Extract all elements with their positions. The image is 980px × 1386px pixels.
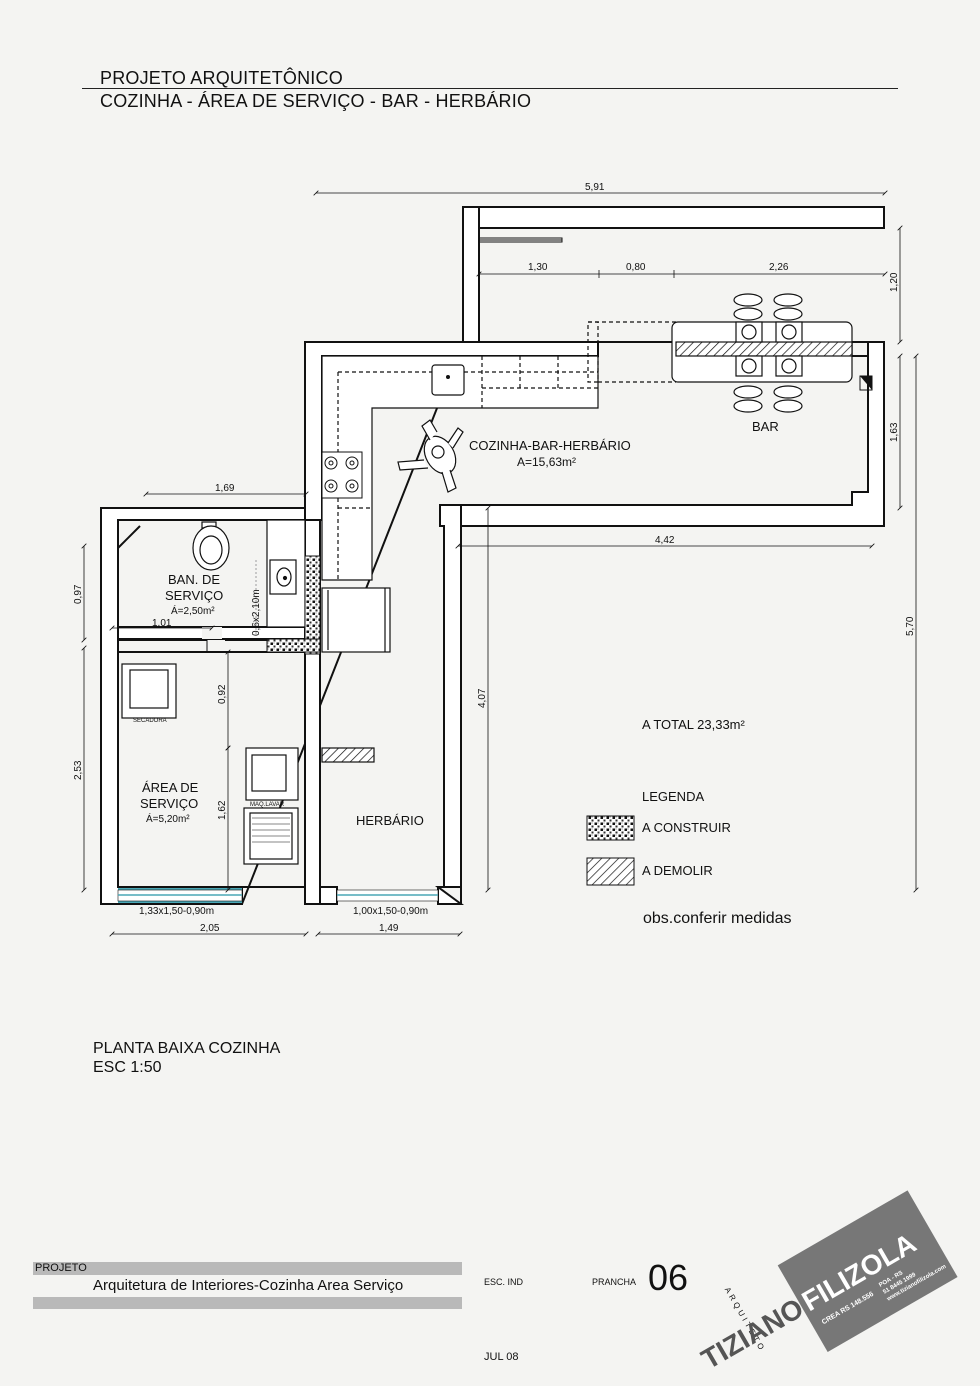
new-wall-2 xyxy=(266,638,321,653)
kitchen-sink xyxy=(431,364,465,396)
ban-area: Á=2,50m² xyxy=(171,604,215,617)
drawing-title: PROJETO ARQUITETÔNICO xyxy=(100,68,343,88)
dim-4-42: 4,42 xyxy=(655,535,675,546)
dimension-lines xyxy=(84,193,916,934)
dim-1-01: 1,01 xyxy=(152,618,172,629)
door-dim: 0,6x2,10m xyxy=(251,589,262,636)
refrigerator xyxy=(321,587,391,653)
herbario-label: HERBÁRIO xyxy=(356,813,424,828)
bath-sink xyxy=(269,559,297,595)
dim-5-70: 5,70 xyxy=(905,616,916,636)
legend-demolish-swatch xyxy=(586,857,635,886)
cooktop xyxy=(321,451,363,499)
title-block-bar-bottom xyxy=(33,1297,462,1309)
window-1 xyxy=(118,888,242,903)
title-rule xyxy=(82,88,898,89)
window-2-label: 1,00x1,50-0,90m xyxy=(353,906,428,917)
new-wall-1 xyxy=(304,555,321,655)
drawing-subtitle: COZINHA - ÁREA DE SERVIÇO - BAR - HERBÁR… xyxy=(100,91,532,111)
demolish-herb xyxy=(321,747,375,763)
ban-label-2: SERVIÇO xyxy=(165,588,223,603)
area-area: Á=5,20m² xyxy=(146,812,190,825)
date-label: JUL 08 xyxy=(484,1351,519,1363)
plan-title: PLANTA BAIXA COZINHA xyxy=(93,1040,281,1057)
legend-demolish: A DEMOLIR xyxy=(642,863,713,878)
laundry-tank xyxy=(243,807,299,865)
washing-machine xyxy=(245,747,299,801)
dim-1-30: 1,30 xyxy=(528,262,548,273)
dim-0-80: 0,80 xyxy=(626,262,646,273)
toilet xyxy=(192,521,230,571)
window-2 xyxy=(336,889,439,902)
dim-1-20: 1,20 xyxy=(889,272,900,292)
legend-title: LEGENDA xyxy=(642,789,704,804)
dim-1-49: 1,49 xyxy=(379,923,399,934)
logo-name-1: TIZIANO xyxy=(696,1292,808,1375)
legend-build: A CONSTRUIR xyxy=(642,820,731,835)
kitchen-name: COZINHA-BAR-HERBÁRIO xyxy=(469,438,631,453)
secadora-label: SECADORA xyxy=(133,718,167,724)
corner-triangle xyxy=(860,376,872,390)
note-text: obs.conferir medidas xyxy=(643,910,792,927)
legend-build-swatch xyxy=(586,815,635,841)
dim-1-69: 1,69 xyxy=(215,483,235,494)
project-label: PROJETO xyxy=(35,1262,87,1274)
ban-label-1: BAN. DE xyxy=(168,572,220,587)
sheet-label: PRANCHA xyxy=(592,1277,637,1287)
plan-scale: ESC 1:50 xyxy=(93,1059,162,1076)
bar-label: BAR xyxy=(752,419,779,434)
dim-1-63: 1,63 xyxy=(889,422,900,442)
dim-4-07: 4,07 xyxy=(477,688,488,708)
sheet-number: 06 xyxy=(648,1257,689,1298)
project-description: Arquitetura de Interiores-Cozinha Area S… xyxy=(93,1277,404,1294)
total-area: A TOTAL 23,33m² xyxy=(642,717,746,732)
bar-stools xyxy=(733,293,803,413)
kitchen-area: A=15,63m² xyxy=(517,455,576,469)
scale-label: ESC. IND xyxy=(484,1277,524,1287)
dim-5-91: 5,91 xyxy=(585,182,605,193)
bath-chamfer xyxy=(117,525,141,549)
dim-1-62: 1,62 xyxy=(217,800,228,820)
maq-lavar-label: MAQ.LAVAR xyxy=(250,802,285,808)
dryer xyxy=(121,663,177,719)
dim-0-92: 0,92 xyxy=(217,684,228,704)
dim-2-53: 2,53 xyxy=(73,760,84,780)
title-block-bar-top xyxy=(33,1262,462,1275)
window-1-label: 1,33x1,50-0,90m xyxy=(139,906,214,917)
person-figure xyxy=(397,419,464,493)
area-label-2: SERVIÇO xyxy=(140,796,198,811)
area-label-1: ÁREA DE xyxy=(142,780,199,795)
architect-logo: ARQUITETO TIZIANO FILIZOLA CREA RS 148.5… xyxy=(696,1190,958,1375)
dim-2-26: 2,26 xyxy=(769,262,789,273)
bar-table xyxy=(587,321,853,383)
dim-0-97: 0,97 xyxy=(73,584,84,604)
dim-2-05: 2,05 xyxy=(200,923,220,934)
